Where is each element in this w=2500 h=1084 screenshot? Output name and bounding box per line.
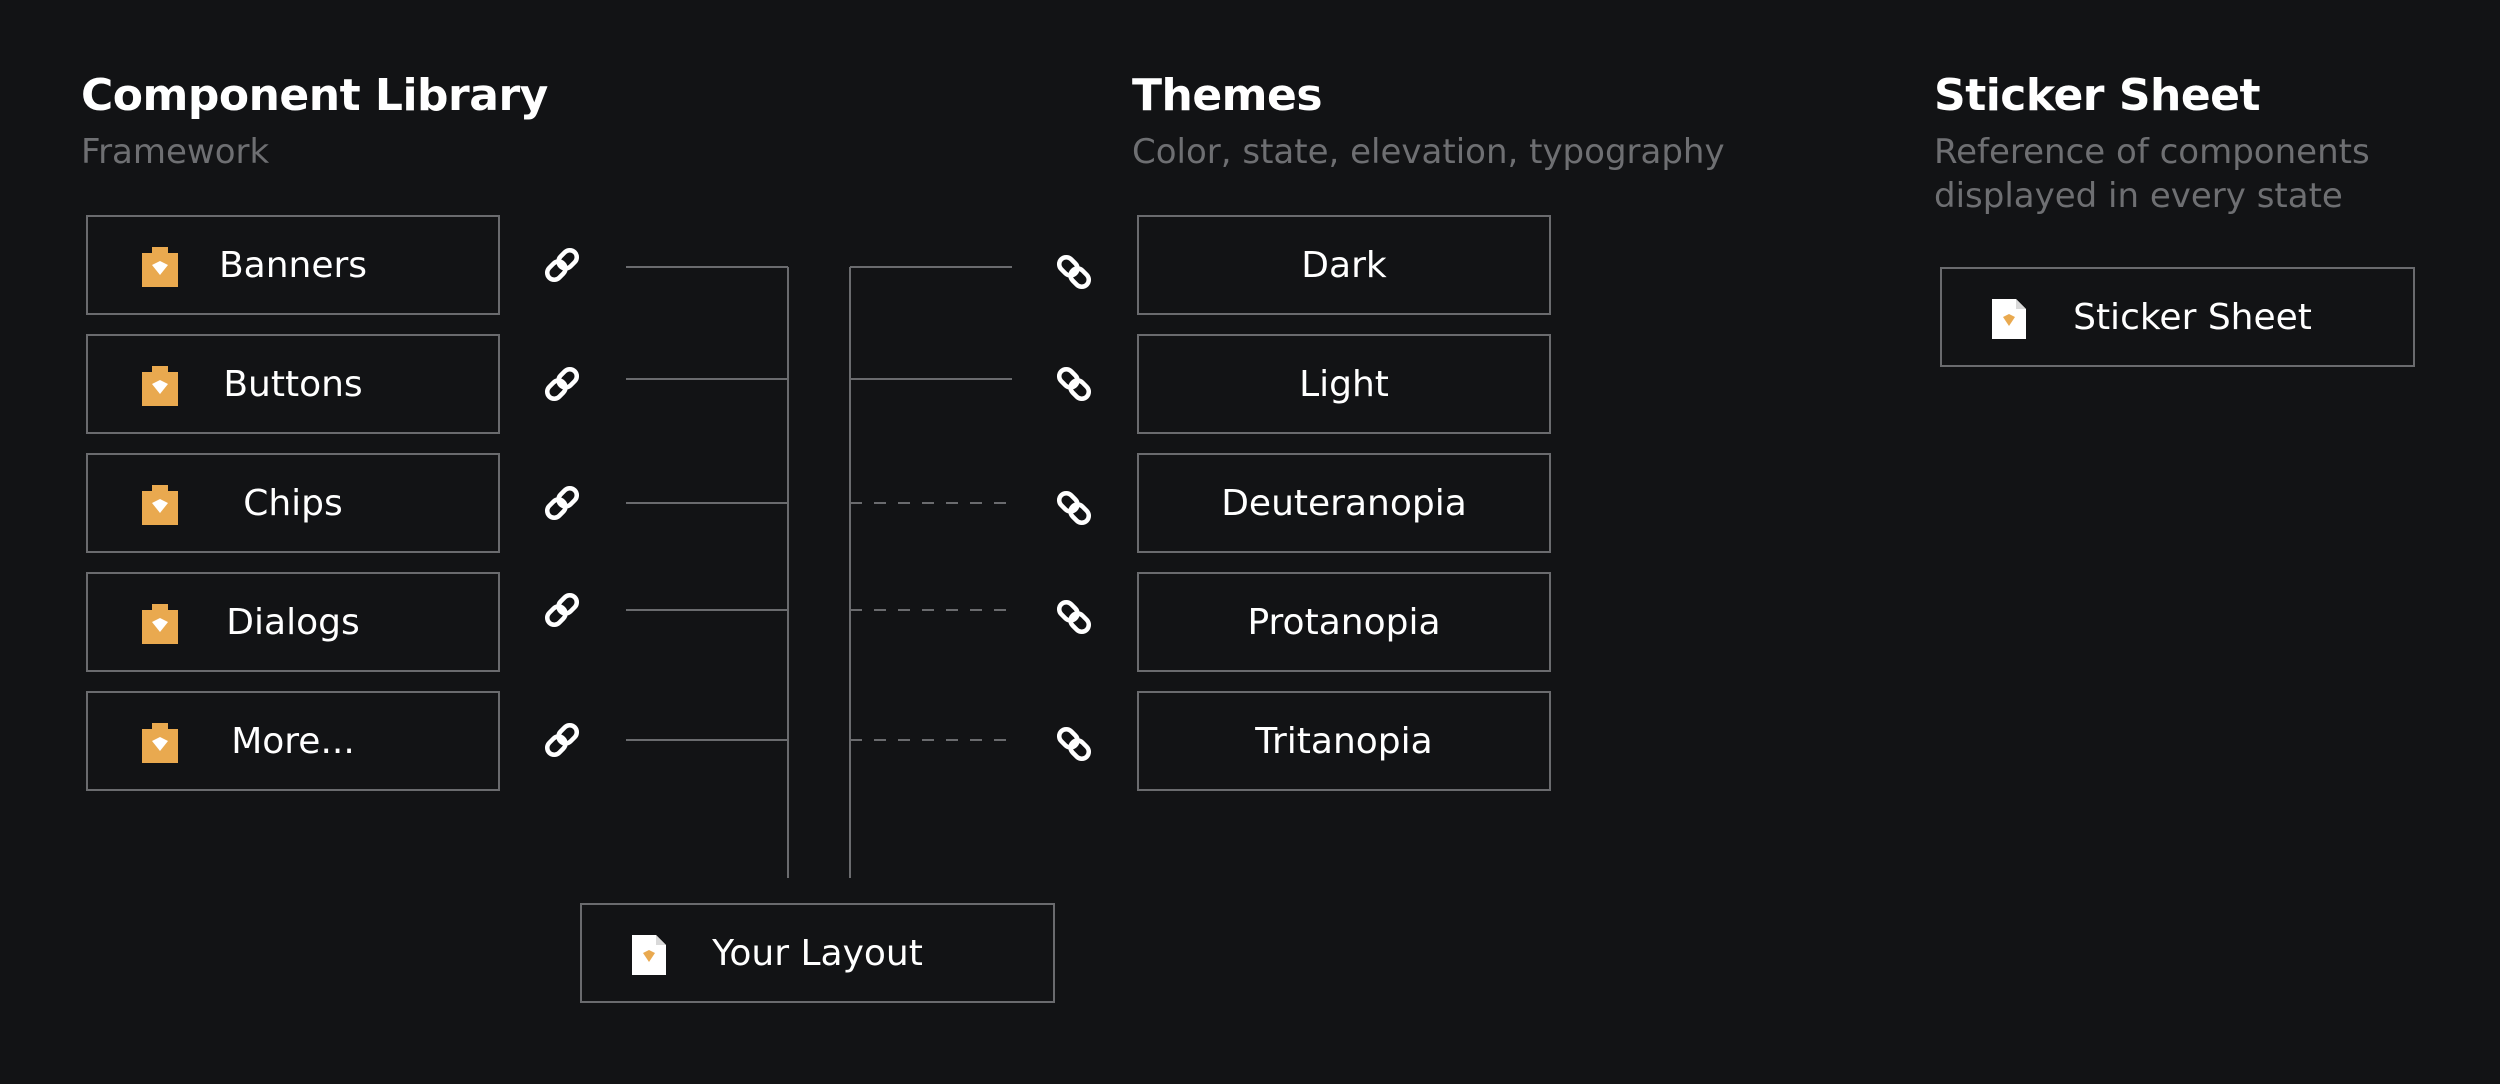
sketch-library-icon: [142, 247, 178, 287]
theme-item[interactable]: Deuteranopia: [1137, 453, 1551, 553]
theme-item-label: Dark: [1301, 244, 1387, 286]
link-icon: [544, 247, 580, 283]
your-layout-box[interactable]: Your Layout: [580, 903, 1055, 1003]
theme-item-label: Light: [1299, 363, 1389, 405]
sticker-subtitle-line2: displayed in every state: [1934, 176, 2343, 216]
library-item[interactable]: Buttons: [86, 334, 500, 434]
link-icon: [544, 366, 580, 402]
sketch-library-icon: [142, 366, 178, 406]
library-item-label: More...: [231, 720, 355, 762]
library-item[interactable]: More...: [86, 691, 500, 791]
library-subtitle: Framework: [81, 132, 270, 172]
theme-item[interactable]: Tritanopia: [1137, 691, 1551, 791]
library-item-label: Dialogs: [226, 601, 360, 643]
link-icon: [544, 592, 580, 628]
link-icon: [544, 485, 580, 521]
library-item[interactable]: Dialogs: [86, 572, 500, 672]
library-item-label: Banners: [218, 244, 368, 286]
library-item-label: Chips: [243, 482, 343, 524]
link-icon: [1056, 366, 1092, 402]
theme-item-label: Deuteranopia: [1221, 482, 1467, 524]
sticker-sheet-label: Sticker Sheet: [2073, 296, 2312, 338]
link-icon: [544, 722, 580, 758]
sketch-document-icon: [1992, 299, 2026, 339]
link-icon: [1056, 254, 1092, 290]
your-layout-label: Your Layout: [712, 932, 923, 974]
themes-title: Themes: [1132, 70, 1323, 121]
link-icon: [1056, 599, 1092, 635]
theme-item[interactable]: Dark: [1137, 215, 1551, 315]
themes-subtitle: Color, state, elevation, typography: [1132, 132, 1725, 172]
sticker-title: Sticker Sheet: [1934, 70, 2261, 121]
library-title: Component Library: [81, 70, 548, 121]
sketch-library-icon: [142, 723, 178, 763]
link-icon: [1056, 726, 1092, 762]
theme-item-label: Protanopia: [1247, 601, 1441, 643]
theme-item[interactable]: Protanopia: [1137, 572, 1551, 672]
sticker-sheet-box[interactable]: Sticker Sheet: [1940, 267, 2415, 367]
library-item[interactable]: Chips: [86, 453, 500, 553]
library-item-label: Buttons: [223, 363, 363, 405]
sticker-subtitle-line1: Reference of components: [1934, 132, 2370, 172]
link-icon: [1056, 490, 1092, 526]
sketch-document-icon: [632, 935, 666, 975]
sketch-library-icon: [142, 485, 178, 525]
theme-item-label: Tritanopia: [1255, 720, 1433, 762]
sketch-library-icon: [142, 604, 178, 644]
theme-item[interactable]: Light: [1137, 334, 1551, 434]
library-item[interactable]: Banners: [86, 215, 500, 315]
